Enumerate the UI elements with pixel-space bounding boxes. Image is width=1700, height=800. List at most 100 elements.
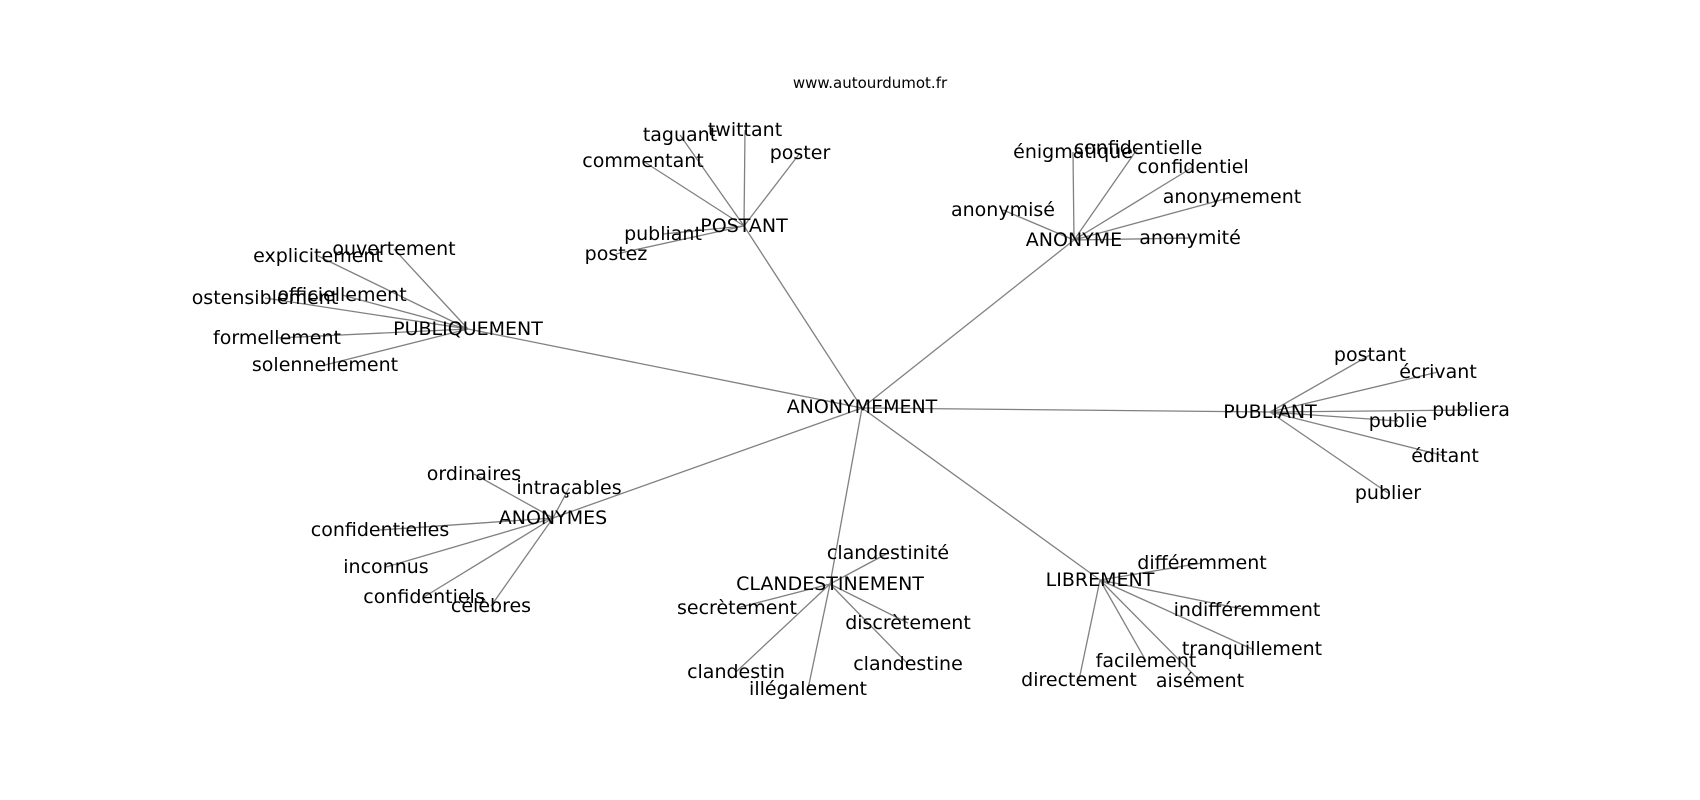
- word-node-label[interactable]: éditant: [1411, 445, 1479, 467]
- word-node-label[interactable]: indifféremment: [1174, 599, 1321, 621]
- edge-publiquement-to-word: [341, 294, 469, 330]
- word-node-label[interactable]: solennellement: [252, 354, 398, 376]
- edge-center-to-publiant: [861, 407, 1271, 413]
- edge-clandestinement-to-word: [829, 583, 909, 665]
- hub-node-postant[interactable]: POSTANT: [700, 215, 788, 237]
- word-node-label[interactable]: écrivant: [1399, 361, 1477, 383]
- word-node-label[interactable]: postant: [1334, 344, 1406, 366]
- word-node-label[interactable]: poster: [770, 142, 831, 164]
- word-node-label[interactable]: énigmatique: [1013, 141, 1133, 163]
- edge-publiant-to-word: [1269, 354, 1371, 413]
- edge-librement-to-word: [1099, 562, 1203, 581]
- word-node-label[interactable]: publie: [1369, 410, 1427, 432]
- word-node-label[interactable]: confidentielles: [311, 519, 449, 541]
- edge-publiant-to-word: [1269, 411, 1399, 422]
- word-node-label[interactable]: discrètement: [845, 612, 971, 634]
- edge-postant-to-word: [743, 129, 746, 227]
- word-node-label[interactable]: illégalement: [749, 678, 867, 700]
- word-node-label[interactable]: clandestinité: [827, 542, 949, 564]
- edge-anonymes-to-word: [379, 517, 554, 531]
- edge-publiquement-to-word: [264, 297, 469, 330]
- edge-center-to-anonyme: [861, 239, 1075, 409]
- edge-librement-to-word: [1099, 579, 1147, 662]
- word-node-label[interactable]: confidentielle: [1074, 137, 1203, 159]
- word-node-label[interactable]: twittant: [708, 119, 782, 141]
- word-node-label[interactable]: intraçables: [516, 477, 621, 499]
- edge-center-to-clandestinement: [829, 407, 863, 585]
- edge-publiant-to-word: [1269, 409, 1472, 413]
- source-label[interactable]: www.autourdumot.fr: [793, 74, 948, 92]
- edges-layer: [264, 129, 1472, 690]
- edge-clandestinement-to-word: [735, 583, 831, 673]
- word-node-label[interactable]: ordinaires: [427, 463, 521, 485]
- edge-anonymes-to-word: [552, 487, 570, 519]
- edge-anonyme-to-word: [1073, 147, 1139, 241]
- word-node-label[interactable]: célèbres: [451, 595, 531, 617]
- word-node-label[interactable]: facilement: [1096, 650, 1197, 672]
- edge-publiquement-to-word: [393, 248, 469, 330]
- edge-librement-to-word: [1099, 579, 1201, 682]
- word-node-label[interactable]: tranquillement: [1182, 638, 1322, 660]
- word-node-label[interactable]: secrètement: [677, 597, 797, 619]
- edge-clandestinement-to-word: [807, 583, 831, 690]
- word-node-label[interactable]: formellement: [213, 327, 341, 349]
- edge-anonyme-to-word: [1073, 196, 1233, 241]
- edge-anonymes-to-word: [473, 473, 554, 519]
- edge-librement-to-word: [1099, 579, 1248, 611]
- word-node-label[interactable]: anonymité: [1139, 227, 1241, 249]
- word-node-label[interactable]: clandestine: [853, 653, 963, 675]
- hub-node-anonymes[interactable]: ANONYMES: [499, 507, 607, 529]
- word-node-label[interactable]: publier: [1355, 482, 1421, 504]
- word-node-label[interactable]: clandestin: [687, 661, 785, 683]
- edge-anonyme-to-word: [1073, 166, 1194, 241]
- edge-center-to-librement: [861, 407, 1101, 581]
- word-node-label[interactable]: aisément: [1156, 670, 1244, 692]
- word-node-label[interactable]: anonymisé: [951, 199, 1055, 221]
- center-node-label[interactable]: ANONYMEMENT: [787, 396, 938, 418]
- hub-node-publiquement[interactable]: PUBLIQUEMENT: [393, 318, 543, 340]
- edge-center-to-postant: [743, 225, 863, 409]
- edge-anonymes-to-word: [385, 517, 554, 568]
- word-node-label[interactable]: anonymement: [1163, 186, 1301, 208]
- edge-librement-to-word: [1099, 579, 1253, 650]
- edge-anonyme-to-word: [1073, 237, 1191, 241]
- edge-clandestinement-to-word: [829, 552, 889, 585]
- word-node-label[interactable]: taguant: [643, 124, 717, 146]
- word-node-label[interactable]: publiant: [624, 223, 702, 245]
- hub-node-librement[interactable]: LIBREMENT: [1046, 569, 1155, 591]
- word-node-label[interactable]: explicitement: [253, 245, 383, 267]
- edge-publiquement-to-word: [276, 328, 469, 339]
- edge-anonymes-to-word: [490, 517, 554, 607]
- word-node-label[interactable]: postez: [585, 243, 648, 265]
- edge-postant-to-word: [743, 152, 801, 227]
- edge-postant-to-word: [662, 225, 745, 235]
- edge-center-to-anonymes: [552, 407, 863, 519]
- edge-postant-to-word: [615, 225, 745, 255]
- word-node-label[interactable]: différemment: [1137, 552, 1266, 574]
- edge-publiant-to-word: [1269, 411, 1446, 457]
- edge-postant-to-word: [642, 160, 745, 227]
- edge-publiant-to-word: [1269, 411, 1389, 494]
- word-node-label[interactable]: ostensiblement: [192, 287, 339, 309]
- edge-clandestinement-to-word: [829, 583, 909, 624]
- word-node-label[interactable]: commentant: [582, 150, 703, 172]
- hub-node-clandestinement[interactable]: CLANDESTINEMENT: [736, 573, 924, 595]
- edge-center-to-publiquement: [467, 328, 863, 409]
- edge-publiant-to-word: [1269, 371, 1439, 413]
- word-node-label[interactable]: publiera: [1432, 399, 1510, 421]
- edge-publiquement-to-word: [317, 255, 469, 330]
- edge-anonyme-to-word: [1002, 209, 1075, 241]
- edge-anonymes-to-word: [423, 517, 554, 598]
- word-node-label[interactable]: ouvertement: [332, 238, 455, 260]
- hub-node-anonyme[interactable]: ANONYME: [1026, 229, 1122, 251]
- hub-node-publiant[interactable]: PUBLIANT: [1223, 401, 1317, 423]
- word-node-label[interactable]: directement: [1021, 669, 1137, 691]
- word-node-label[interactable]: confidentiel: [1137, 156, 1249, 178]
- word-node-label[interactable]: officiellement: [277, 284, 406, 306]
- word-node-label[interactable]: confidentiels: [363, 586, 484, 608]
- edge-postant-to-word: [679, 134, 745, 227]
- edge-anonyme-to-word: [1072, 151, 1075, 241]
- word-node-label[interactable]: inconnus: [343, 556, 428, 578]
